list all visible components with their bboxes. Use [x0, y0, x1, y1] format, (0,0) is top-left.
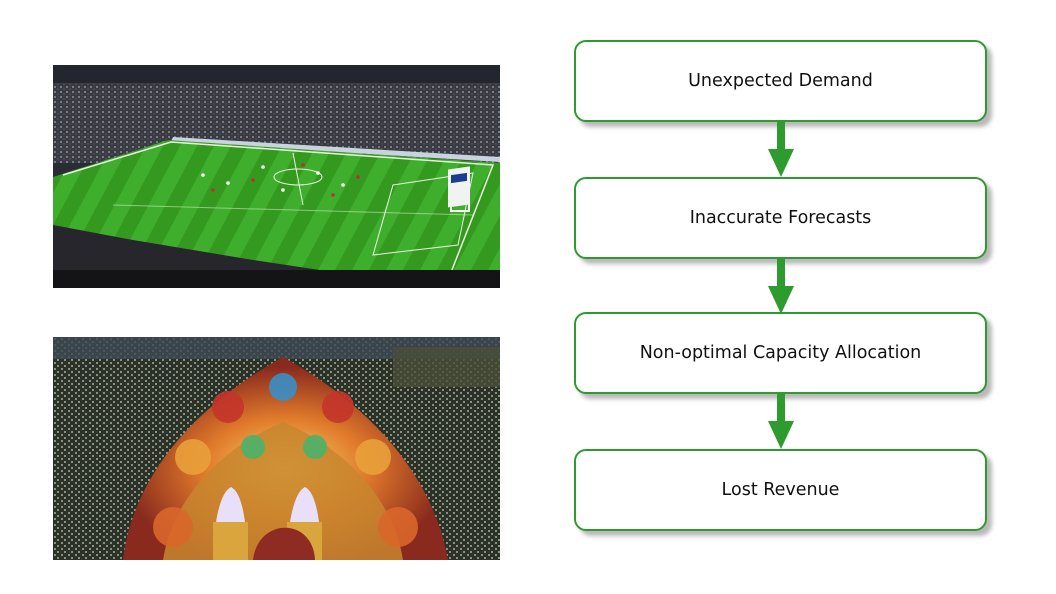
down-arrow-icon — [768, 394, 794, 449]
flow-step-inaccurate-forecasts: Inaccurate Forecasts — [574, 177, 987, 259]
stadium-image — [53, 65, 500, 288]
flow-step-unexpected-demand: Unexpected Demand — [574, 40, 987, 122]
flow-step-label: Unexpected Demand — [688, 71, 873, 91]
flow-step-lost-revenue: Lost Revenue — [574, 449, 987, 531]
flow-step-label: Inaccurate Forecasts — [689, 208, 872, 228]
carnival-photo — [53, 337, 500, 560]
down-arrow-icon — [768, 122, 794, 177]
down-arrow-icon — [768, 259, 794, 314]
stadium-photo — [53, 65, 500, 288]
flow-step-label: Lost Revenue — [721, 480, 840, 500]
carnival-image — [53, 337, 500, 560]
flow-step-label: Non-optimal Capacity Allocation — [639, 343, 922, 363]
flow-step-non-optimal-capacity-allocation: Non-optimal Capacity Allocation — [574, 312, 987, 394]
